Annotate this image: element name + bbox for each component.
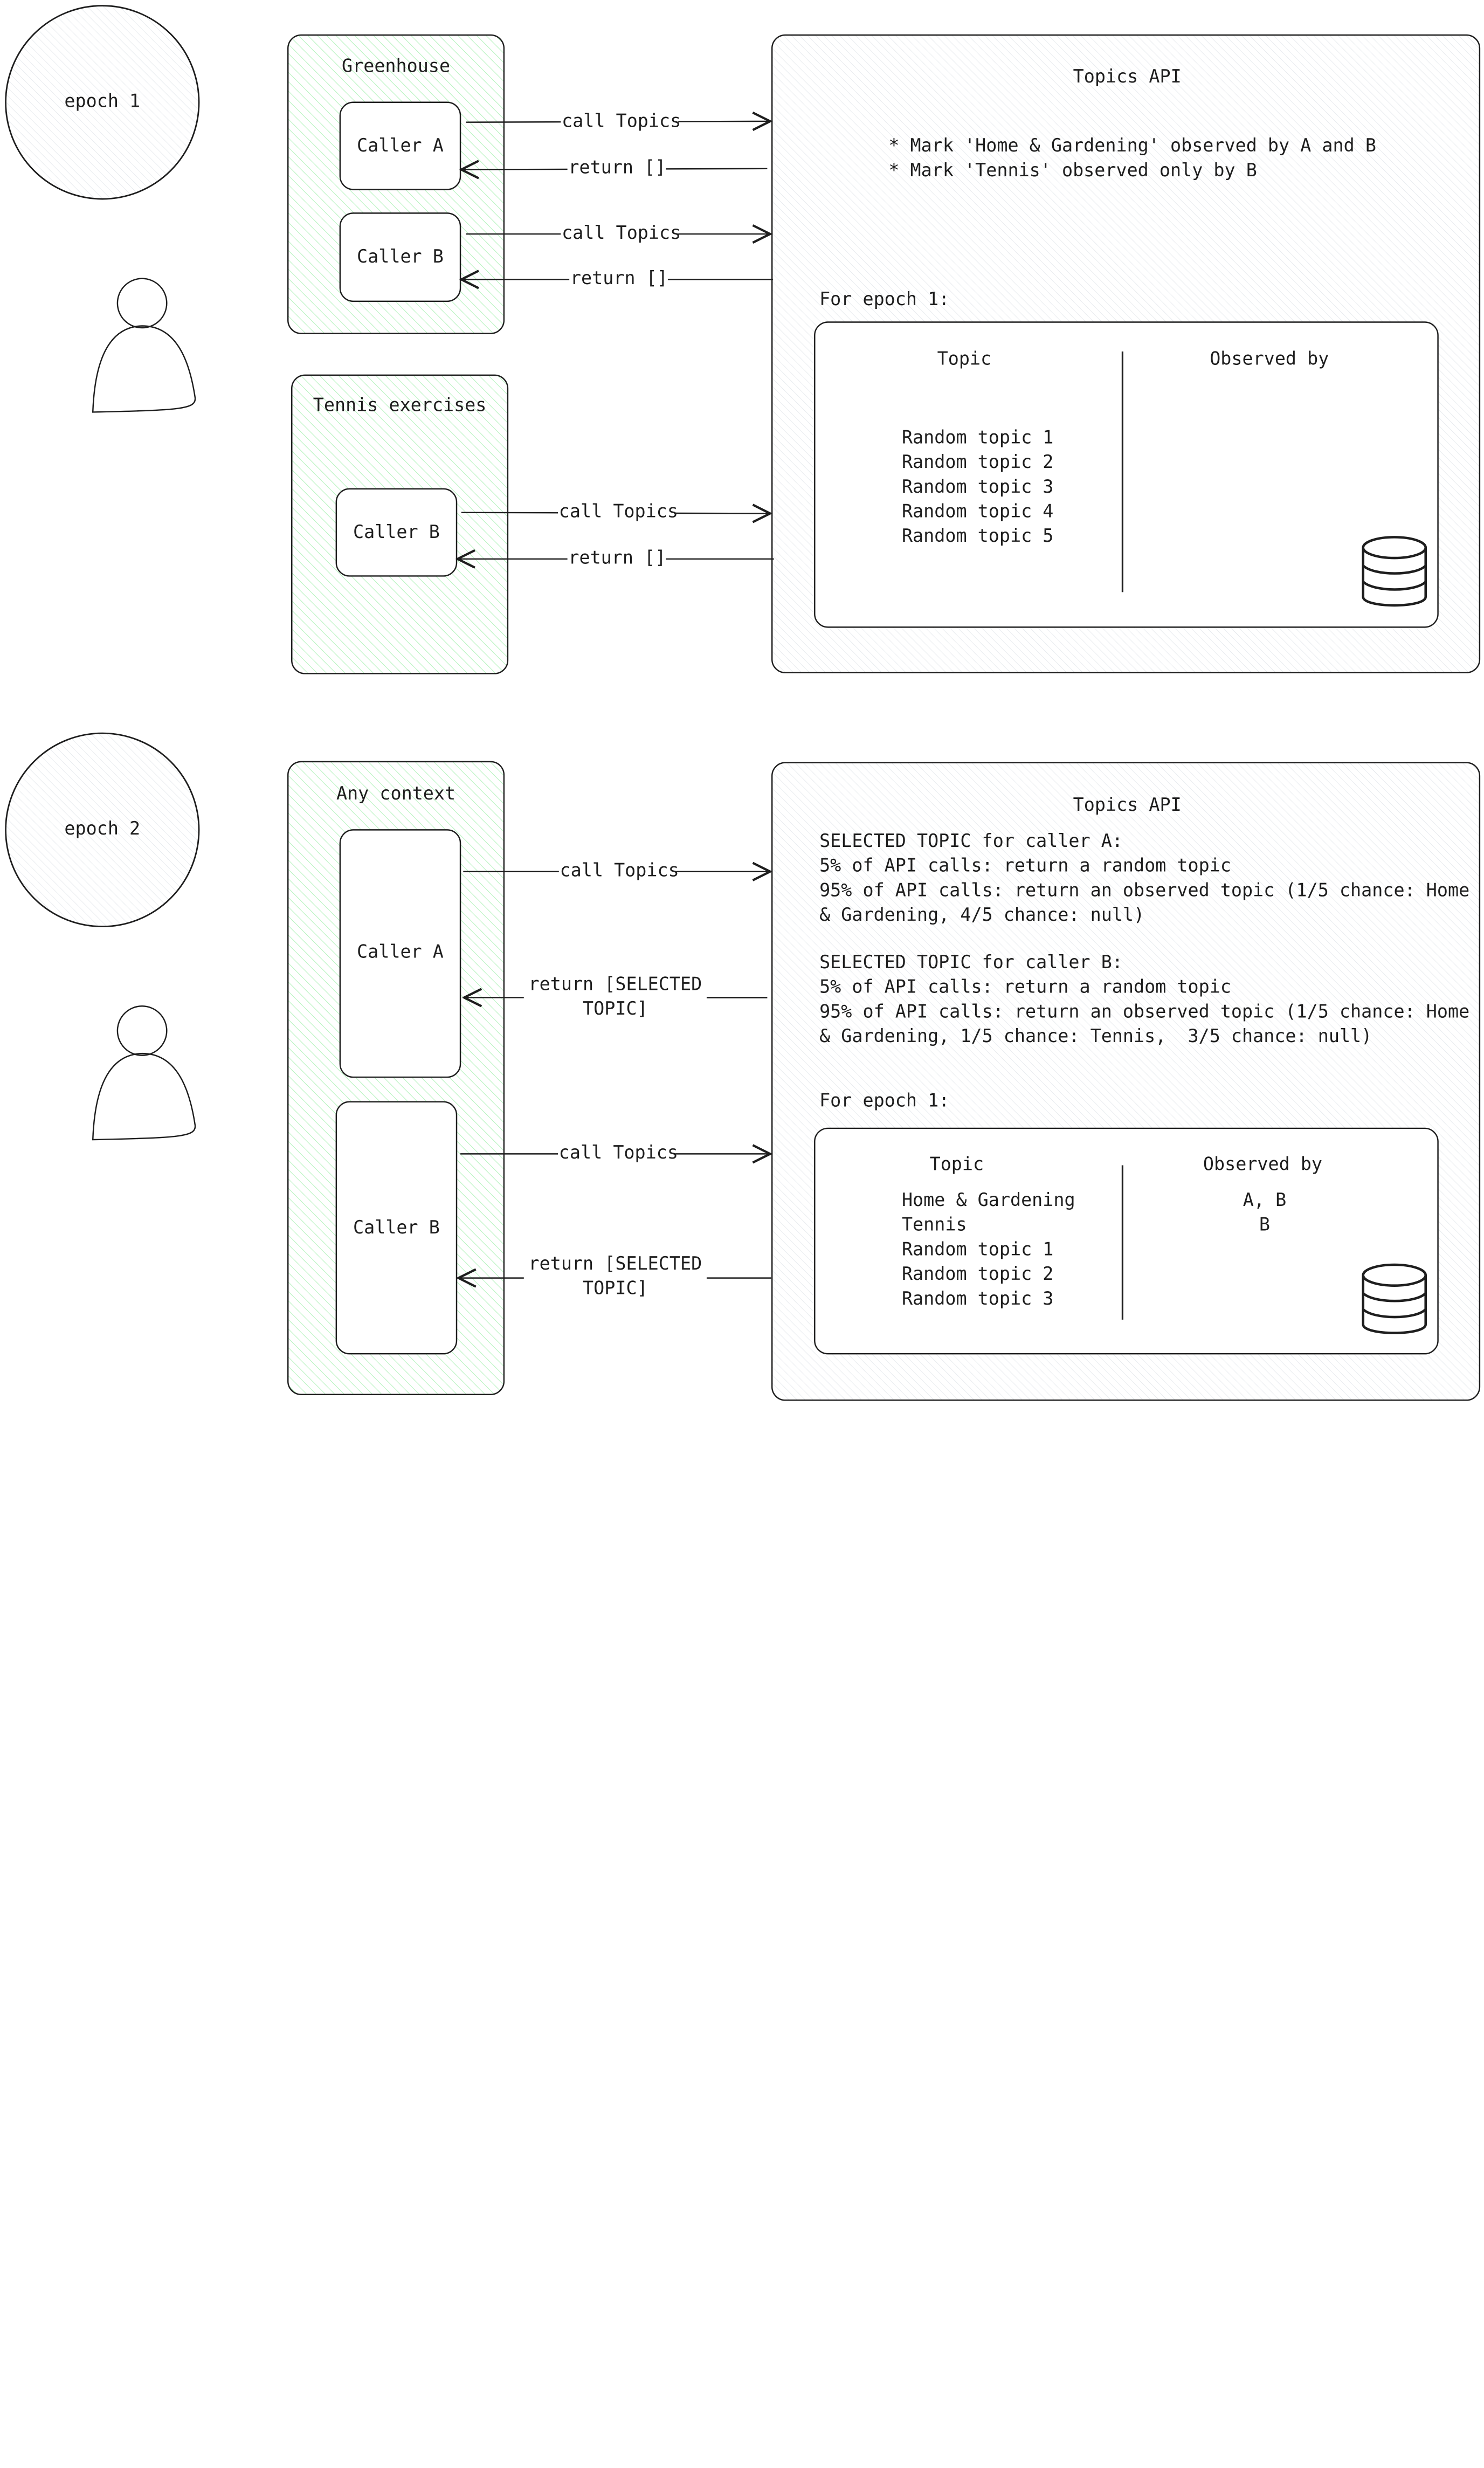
caller-b-box-epoch2[interactable]: [335, 1101, 458, 1355]
col-header-topic: Topic: [937, 348, 992, 370]
arrow-label-return: return []: [567, 155, 666, 180]
arrow-label-return: return []: [569, 266, 668, 291]
observation-notes: * Mark 'Home & Gardening' observed by A …: [888, 135, 1376, 181]
arrow-label-return: return []: [567, 546, 666, 570]
arrow-label-call: call Topics: [561, 109, 681, 134]
caller-a-label: Caller A: [357, 135, 444, 156]
col-header-topic: Topic: [929, 1154, 984, 1175]
tennis-caller-b-box[interactable]: [335, 488, 458, 577]
selected-topic-caller-a: SELECTED TOPIC for caller A: 5% of API c…: [819, 831, 1470, 926]
database-icon: [1362, 1263, 1427, 1334]
topics-table-epoch1: [814, 321, 1439, 628]
caller-a-label: Caller A: [357, 941, 444, 963]
tennis-title: Tennis exercises: [313, 395, 487, 416]
epoch1-label: epoch 1: [64, 91, 141, 112]
caller-b-box[interactable]: [339, 212, 461, 302]
database-icon: [1362, 536, 1427, 607]
any-context-title: Any context: [336, 783, 456, 804]
col-header-observed-by: Observed by: [1210, 348, 1329, 370]
arrow-label-return-selected: return [SELECTED TOPIC]: [528, 1253, 702, 1299]
arrow-label-call: call Topics: [558, 858, 679, 883]
greenhouse-title: Greenhouse: [342, 56, 451, 77]
arrow-label-return-selected: return [SELECTED TOPIC]: [528, 974, 702, 1019]
topic-list: Random topic 1 Random topic 2 Random top…: [901, 427, 1054, 547]
col-header-observed-by: Observed by: [1203, 1154, 1323, 1175]
caller-a-box[interactable]: [339, 101, 461, 190]
selected-topic-caller-b: SELECTED TOPIC for caller B: 5% of API c…: [819, 952, 1470, 1047]
epoch2-circle: [5, 732, 200, 928]
observed-list: A, B B: [1243, 1190, 1287, 1236]
arrow-label-call: call Topics: [558, 1140, 678, 1166]
arrow-label-call: call Topics: [558, 499, 678, 524]
caller-b-label: Caller B: [357, 246, 444, 267]
epoch2-label: epoch 2: [64, 818, 141, 839]
caller-a-box-epoch2[interactable]: [339, 829, 461, 1078]
user-icon: [92, 1005, 196, 1141]
topics-api-title: Topics API: [1073, 66, 1182, 87]
topics-api-title: Topics API: [1073, 795, 1182, 816]
epoch-label: For epoch 1:: [819, 288, 950, 310]
epoch1-circle: [5, 5, 200, 200]
epoch-label: For epoch 1:: [819, 1090, 950, 1112]
tennis-caller-b-label: Caller B: [353, 522, 440, 543]
caller-b-label: Caller B: [353, 1217, 440, 1238]
user-icon: [92, 278, 196, 413]
arrow-label-call: call Topics: [561, 220, 681, 246]
topics-table-epoch2: [814, 1127, 1439, 1355]
topic-list: Home & Gardening Tennis Random topic 1 R…: [901, 1190, 1075, 1309]
